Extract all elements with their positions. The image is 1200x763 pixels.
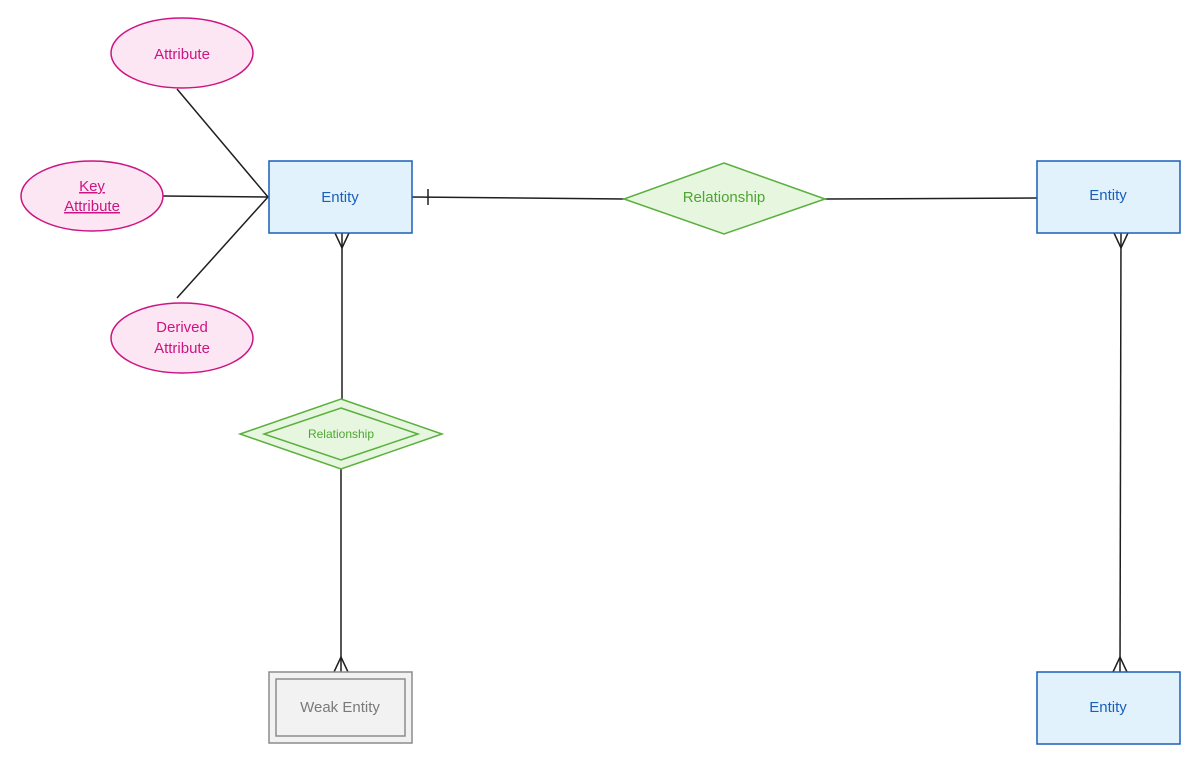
- derived-attribute-shape[interactable]: Derived Attribute: [110, 302, 254, 374]
- attribute-connector[interactable]: [176, 88, 269, 198]
- attribute-label: Attribute: [154, 46, 210, 63]
- identifying-relationship[interactable]: Relationship: [237, 398, 445, 470]
- entity-main[interactable]: Entity: [268, 160, 413, 234]
- derived-attribute-connector[interactable]: [176, 196, 269, 299]
- entity-identifying-relationship-connector[interactable]: [334, 232, 350, 399]
- derived-attribute-label-line2: Attribute: [154, 340, 210, 357]
- key-attribute-shape[interactable]: Key Attribute: [20, 160, 164, 232]
- entity-main-label: Entity: [321, 189, 359, 206]
- identifying-relationship-weak-entity-connector[interactable]: [333, 469, 349, 673]
- relationship-main-label: Relationship: [683, 189, 766, 206]
- many-marker: [333, 655, 349, 673]
- entity-bottom-right[interactable]: Entity: [1036, 671, 1181, 745]
- relationship-entity-connector[interactable]: [824, 197, 1038, 200]
- attribute-shape[interactable]: Attribute: [110, 17, 254, 89]
- relationship-main[interactable]: Relationship: [621, 162, 828, 235]
- entity-right-label: Entity: [1089, 187, 1127, 204]
- entity-bottom-right-label: Entity: [1089, 699, 1127, 716]
- entity-right[interactable]: Entity: [1036, 160, 1181, 234]
- weak-entity-label: Weak Entity: [300, 699, 380, 716]
- identifying-relationship-label: Relationship: [308, 427, 374, 441]
- weak-entity[interactable]: Weak Entity: [268, 671, 413, 744]
- key-attribute-connector[interactable]: [162, 195, 269, 198]
- entity-relationship-connector[interactable]: [411, 189, 625, 205]
- entity-entity-connector[interactable]: [1112, 232, 1129, 673]
- attribute-connectors: [162, 88, 269, 299]
- many-marker: [1112, 655, 1128, 673]
- many-marker: [334, 232, 350, 250]
- many-marker: [1113, 232, 1129, 250]
- derived-attribute-label-line1: Derived: [156, 319, 208, 336]
- key-attribute-label-line2: Attribute: [64, 198, 120, 215]
- key-attribute-label-line1: Key: [79, 178, 105, 195]
